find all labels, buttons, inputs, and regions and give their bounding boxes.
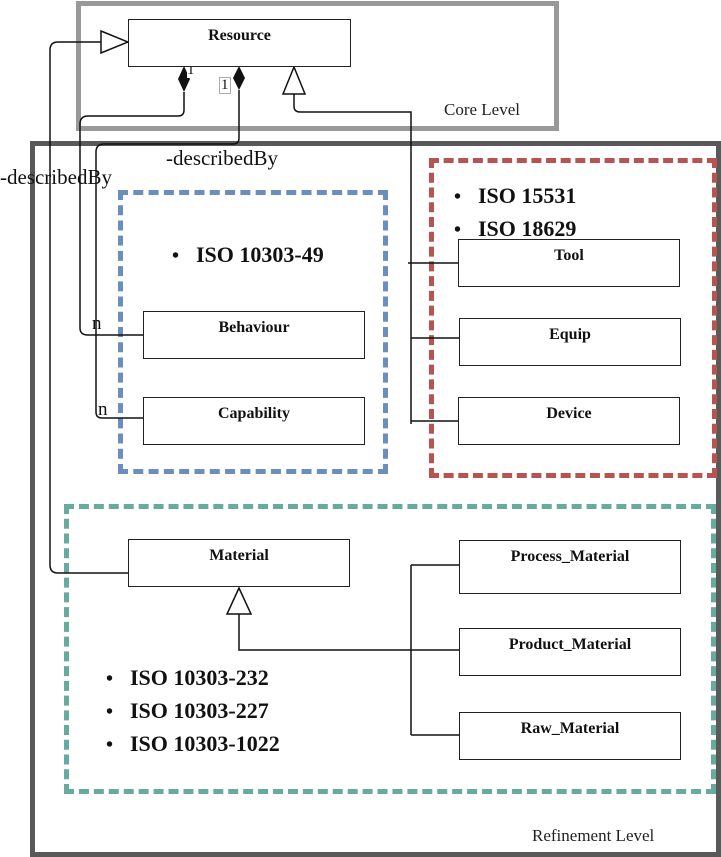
tool-equip-device-group (429, 158, 717, 478)
behaviour-capability-group (118, 190, 388, 474)
standard-item: ISO 18629 (454, 213, 576, 246)
standard-item: ISO 15531 (454, 180, 576, 213)
generalization-arrowhead-tool (281, 65, 307, 95)
material-to-resource-line (49, 41, 128, 574)
described-by-label-capability: -describedBy (166, 146, 278, 170)
described-by-label-behaviour: -describedBy (0, 165, 112, 189)
multiplicity-resource-capability: 1 (219, 77, 231, 94)
multiplicity-capability: n (98, 399, 108, 420)
standard-item: ISO 10303-227 (106, 695, 280, 728)
refinement-level-label: Refinement Level (532, 826, 655, 845)
class-resource[interactable]: Resource (128, 19, 351, 67)
generalization-arrowhead-material (100, 29, 130, 55)
behaviour-composition-line (79, 92, 185, 336)
class-behaviour[interactable]: Behaviour (143, 311, 365, 359)
tool-equip-device-generalization-line (293, 94, 412, 424)
standard-item: ISO 10303-1022 (106, 728, 280, 761)
multiplicity-resource-behaviour: 1 (187, 62, 195, 78)
class-process-material[interactable]: Process_Material (459, 540, 681, 594)
refinement-level-frame (30, 141, 721, 857)
class-raw-material[interactable]: Raw_Material (459, 712, 681, 760)
standards-list-behaviour-capability: ISO 10303-49 (172, 239, 324, 272)
standards-list-tool-equip-device: ISO 15531 ISO 18629 (454, 180, 576, 246)
composition-diamond-capability (233, 66, 245, 90)
core-level-frame (76, 1, 559, 131)
material-generalization-line (238, 614, 460, 651)
class-capability[interactable]: Capability (143, 397, 365, 445)
class-material[interactable]: Material (128, 539, 350, 587)
capability-composition-line (95, 90, 240, 419)
generalization-arrowhead-subclasses (225, 586, 253, 615)
material-group (64, 504, 716, 794)
multiplicity-behaviour: n (92, 313, 102, 334)
standard-item: ISO 10303-232 (106, 662, 280, 695)
class-equip[interactable]: Equip (459, 318, 681, 366)
core-level-label: Core Level (444, 100, 520, 119)
standard-item: ISO 10303-49 (172, 239, 324, 272)
class-device[interactable]: Device (458, 397, 680, 445)
class-tool[interactable]: Tool (458, 239, 680, 287)
class-product-material[interactable]: Product_Material (459, 628, 681, 676)
standards-list-material: ISO 10303-232 ISO 10303-227 ISO 10303-10… (106, 662, 280, 761)
